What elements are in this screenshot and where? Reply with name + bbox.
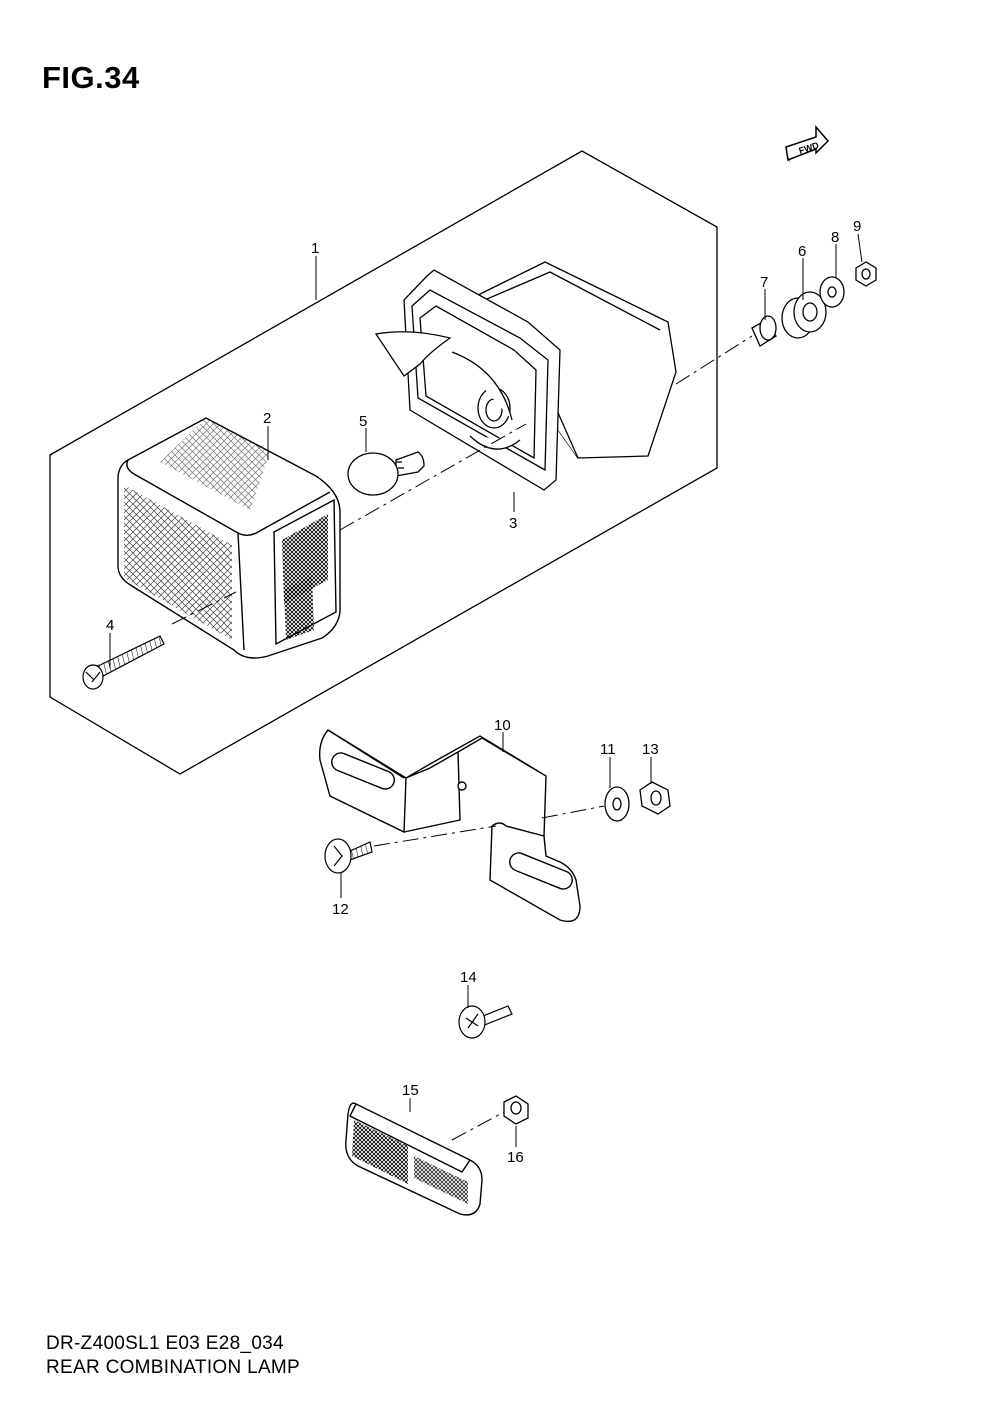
collar [751,315,777,347]
bracket [318,729,581,923]
figure-caption: REAR COMBINATION LAMP [46,1357,301,1378]
reflector-nut [503,1095,529,1125]
callout-13: 13 [642,741,659,758]
callout-6: 6 [798,243,806,260]
callout-5: 5 [359,413,367,430]
callout-10: 10 [494,717,511,734]
bracket-washer [604,786,630,822]
callout-9: 9 [853,218,861,235]
nut [855,261,877,287]
callout-labels: 1 2 3 4 5 6 7 8 9 10 11 12 13 14 15 16 [106,218,861,1166]
assembly-boundary [49,150,718,775]
reflector [345,1102,483,1216]
fwd-arrow-icon: FWD [785,124,830,162]
lens-screw [82,635,165,690]
callout-16: 16 [507,1149,524,1166]
washer [819,276,845,308]
lamp-lens [117,417,341,659]
callout-14: 14 [460,969,477,986]
callout-15: 15 [402,1082,419,1099]
bulb [347,451,425,496]
lamp-housing [374,261,677,491]
callout-4: 4 [106,617,114,634]
grommet [781,291,827,339]
reflector-screw [458,1005,513,1039]
callout-8: 8 [831,229,839,246]
callout-3: 3 [509,515,517,532]
callout-2: 2 [263,410,271,427]
leader-lines [109,233,863,1147]
callout-12: 12 [332,901,349,918]
callout-11: 11 [600,741,616,758]
callout-7: 7 [760,274,768,291]
bracket-bolt [324,838,373,874]
figure-title: FIG.34 [42,60,140,95]
model-code: DR-Z400SL1 E03 E28_034 [46,1333,284,1354]
bracket-nut [639,781,671,815]
figure-footer: DR-Z400SL1 E03 E28_034 REAR COMBINATION … [46,1332,300,1380]
callout-1: 1 [311,240,319,257]
